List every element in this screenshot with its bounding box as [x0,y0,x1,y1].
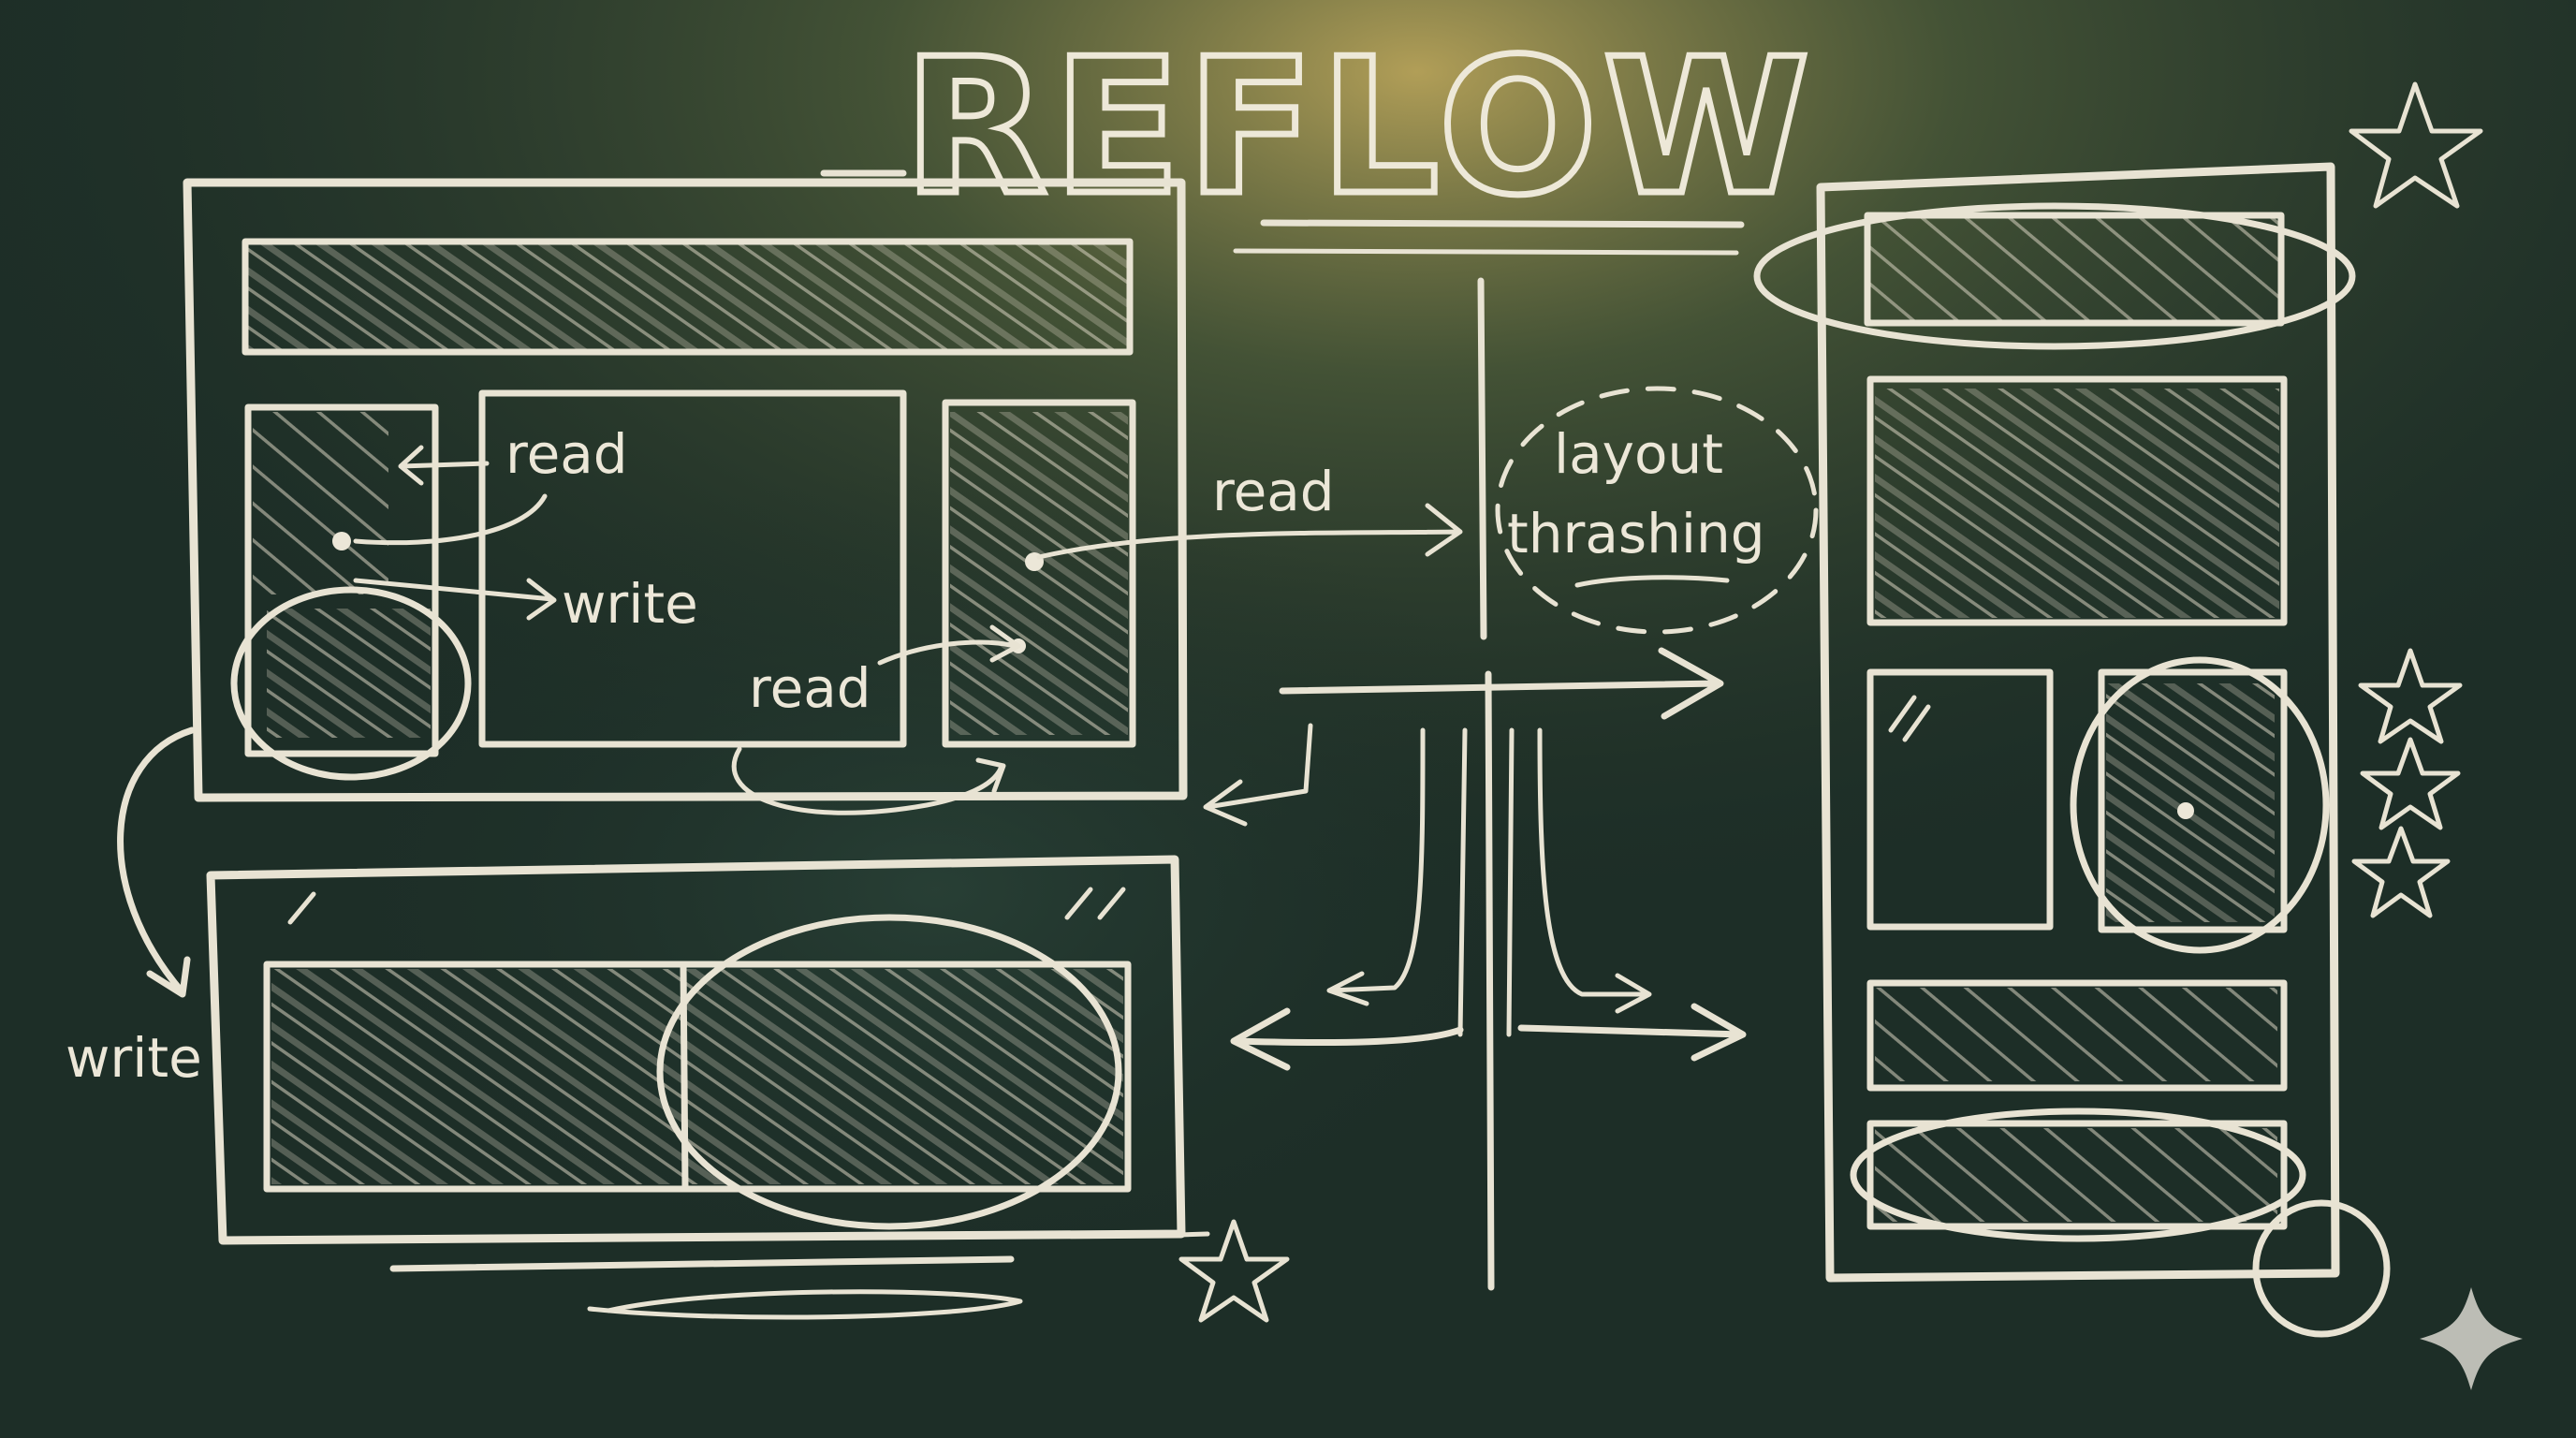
tile-point [2177,802,2194,819]
label-read-top: read [505,422,628,486]
center-divider [1457,277,1515,1291]
wireframe-before [183,178,1188,802]
bottom-underline-3 [1149,1231,1210,1239]
label-write-top: write [562,572,698,636]
arrow-down-left [1326,727,1426,1006]
read-bottom-curve [877,624,1021,666]
title-underline-2 [1233,248,1739,256]
right-bar-2 [1866,1120,2288,1230]
star-icon [1178,1219,1290,1323]
content-bar-fill [271,969,1123,1184]
outer-frame-right [1816,162,2340,1283]
center-line-inner-left [1457,727,1468,1037]
arrow-down-right [1537,727,1652,1014]
highlight-circle-bottom [656,914,1122,1230]
star-icon [2349,81,2483,209]
right-bar-2-fill [1875,1128,2277,1222]
right-hero-fill [1875,389,2279,618]
arrow-back-left [1203,723,1313,827]
right-header-fill [1867,217,2279,320]
left-column [244,404,439,757]
wireframe-after [206,855,1186,1245]
label-write-left: write [66,1026,202,1090]
center-line-bottom [1485,670,1495,1291]
diagram-title: REFLOW [903,19,1815,237]
right-column-fill [950,412,1128,735]
star-icon [2360,737,2461,830]
write-top-arrow [353,578,557,621]
right-column [942,399,1136,748]
tile-tick-2 [1902,704,1931,742]
label-layout: layout [1554,422,1723,486]
tile-tick-1 [1888,695,1917,733]
left-column-fill-top [253,412,388,594]
thrashing-underline [1574,575,1730,588]
right-tile-fill [2106,683,2275,922]
sparkle-icon [2420,1287,2523,1390]
main-column [478,389,907,748]
outer-frame [183,178,1188,802]
center-line-inner-right [1506,727,1515,1037]
highlight-bar-2 [1850,1108,2306,1242]
arrow-right-long [1279,647,1724,720]
read-mid-arrow [1036,503,1463,560]
write-left-curve [117,726,196,998]
highlight-header [1753,202,2356,350]
label-read-bottom: read [749,656,871,720]
label-thrashing: thrashing [1507,502,1765,565]
read-top-curve [353,493,548,546]
read-top-arrow [398,445,490,486]
highlight-circle-left [230,586,472,781]
center-line-top [1477,277,1487,640]
label-read-mid: read [1212,460,1335,523]
arrow-right-bottom [1517,1003,1747,1062]
content-bar [263,961,1132,1193]
arrow-double-left [1230,1007,1464,1071]
right-tile-left [1866,668,2054,931]
right-header [1864,212,2285,327]
bottom-underline-2 [587,1289,1023,1320]
frame-tick-2 [1064,887,1093,920]
frame-tick-1 [287,891,316,925]
highlight-tile [2070,656,2330,954]
title-underline-1 [1260,219,1745,228]
bottom-underline-1 [389,1255,1015,1272]
star-icon [2351,826,2451,918]
right-bar-1 [1866,979,2288,1092]
frame-tick-3 [1097,887,1126,920]
header-bar [242,238,1134,356]
thrashing-bubble [1495,386,1819,635]
star-icon [2358,648,2463,744]
right-bar-1-fill [1875,988,2277,1081]
left-column-fill-bottom [267,609,431,738]
right-tile-right [2098,668,2288,933]
read-point-left [332,532,351,550]
header-bar-fill [245,242,1130,352]
bottom-loop-arrow [731,746,1006,815]
right-hero [1866,375,2288,626]
highlight-corner [2252,1199,2391,1338]
wireframe-mobile [1753,162,2391,1338]
